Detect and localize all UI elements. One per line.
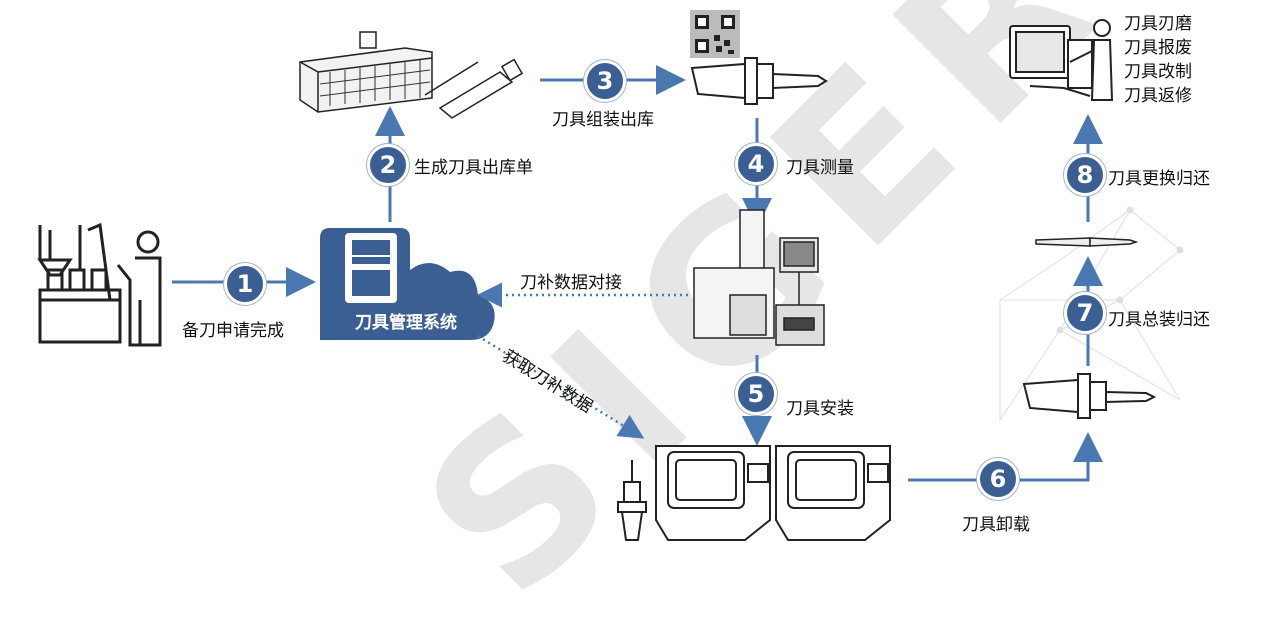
cnc-machine-1-icon bbox=[655, 445, 771, 541]
step-8-label: 刀具更换归还 bbox=[1108, 169, 1210, 189]
step-8-badge: 8 bbox=[1064, 154, 1106, 196]
step-4-badge: 4 bbox=[735, 143, 777, 185]
arrow-step-6 bbox=[908, 432, 1103, 482]
system-label: 刀具管理系统 bbox=[355, 313, 457, 333]
step-1-label: 备刀申请完成 bbox=[182, 321, 284, 341]
step-4-label: 刀具测量 bbox=[786, 158, 854, 178]
final-action-item: 刀具刃磨 bbox=[1124, 14, 1192, 34]
step-6-label: 刀具卸载 bbox=[962, 515, 1030, 535]
system-icon bbox=[320, 228, 495, 340]
qr-code-icon bbox=[690, 10, 740, 58]
arrow-offset-fetch bbox=[477, 334, 645, 439]
operator-workstation-icon bbox=[1009, 19, 1114, 101]
cnc-machine-2-icon bbox=[775, 445, 891, 541]
tool-presetter-icon bbox=[693, 209, 825, 346]
step-3-label: 刀具组装出库 bbox=[552, 110, 654, 130]
final-action-item: 刀具报废 bbox=[1124, 38, 1192, 58]
step-2-badge: 2 bbox=[367, 144, 409, 186]
tool-holder-icon bbox=[424, 58, 524, 119]
drill-bit-icon bbox=[1035, 237, 1139, 247]
step-5-label: 刀具安装 bbox=[786, 399, 854, 419]
worker-station-icon bbox=[37, 222, 162, 347]
step-5-badge: 5 bbox=[735, 373, 777, 415]
diagram-canvas bbox=[37, 10, 1184, 541]
final-action-item: 刀具返修 bbox=[1124, 86, 1192, 106]
final-actions-list: 刀具刃磨 刀具报废 刀具改制 刀具返修 bbox=[1124, 12, 1192, 108]
step-7-badge: 7 bbox=[1064, 292, 1106, 334]
step-7-label: 刀具总装归还 bbox=[1108, 310, 1210, 330]
offset-dock-label: 刀补数据对接 bbox=[520, 273, 622, 293]
step-1-badge: 1 bbox=[224, 263, 266, 305]
step-3-badge: 3 bbox=[584, 60, 626, 102]
step-6-badge: 6 bbox=[977, 458, 1019, 500]
tool-cabinet-icon bbox=[299, 31, 433, 113]
final-action-item: 刀具改制 bbox=[1124, 62, 1192, 82]
removed-tool-icon bbox=[1022, 373, 1157, 419]
step-2-label: 生成刀具出库单 bbox=[414, 158, 533, 178]
tool-management-flow-diagram: SIGER bbox=[37, 0, 1210, 642]
assembled-tool-icon bbox=[690, 57, 828, 105]
spindle-tool-icon bbox=[617, 460, 647, 541]
